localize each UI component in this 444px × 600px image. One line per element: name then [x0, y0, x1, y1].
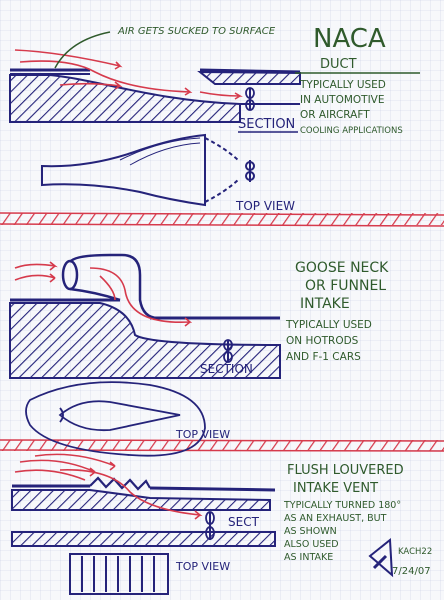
- louvered-section-label: SECT: [228, 515, 260, 529]
- naca-title: NACA: [313, 24, 386, 54]
- gooseneck-usage-note: TYPICALLY USED ON HOTRODS AND F-1 CARS: [285, 319, 372, 363]
- naca-section-label: SECTION: [238, 117, 295, 132]
- louvered-title: FLUSH LOUVERED INTAKE VENT: [287, 463, 404, 496]
- gooseneck-section-drawing: [9, 253, 281, 379]
- svg-text:IN AUTOMOTIVE: IN AUTOMOTIVE: [300, 94, 385, 106]
- svg-text:AS SHOWN: AS SHOWN: [284, 526, 337, 537]
- louvered-airflow-arrows: [14, 453, 203, 520]
- naca-note-leader: [54, 31, 111, 69]
- svg-text:INTAKE VENT: INTAKE VENT: [293, 481, 378, 496]
- naca-subtitle: DUCT: [320, 57, 357, 72]
- svg-text:GOOSE NECK: GOOSE NECK: [295, 260, 389, 276]
- svg-text:FLUSH LOUVERED: FLUSH LOUVERED: [287, 463, 404, 478]
- divider-2: [0, 439, 444, 452]
- svg-text:AS AN EXHAUST, BUT: AS AN EXHAUST, BUT: [284, 513, 387, 524]
- louvered-topview-label: TOP VIEW: [175, 560, 230, 573]
- louvered-usage-note: TYPICALLY TURNED 180° AS AN EXHAUST, BUT…: [283, 500, 401, 563]
- naca-topview-label: TOP VIEW: [235, 199, 295, 213]
- naca-note-text: AIR GETS SUCKED TO SURFACE: [117, 26, 276, 37]
- svg-text:AS INTAKE: AS INTAKE: [284, 552, 333, 563]
- gooseneck-airflow-arrows: [14, 261, 193, 327]
- svg-text:ALSO USED: ALSO USED: [284, 539, 339, 550]
- gooseneck-top-view: [25, 381, 206, 457]
- naca-top-view: [41, 133, 255, 207]
- svg-text:AND F-1 CARS: AND F-1 CARS: [286, 351, 361, 363]
- sketch-date: 7/24/07: [392, 566, 431, 577]
- svg-text:ON HOTRODS: ON HOTRODS: [286, 335, 359, 347]
- naca-usage-note: TYPICALLY USED IN AUTOMOTIVE OR AIRCRAFT…: [299, 79, 403, 136]
- naca-airflow-arrows: [14, 49, 243, 100]
- svg-text:TYPICALLY TURNED 180°: TYPICALLY TURNED 180°: [283, 500, 401, 511]
- gooseneck-section-label: SECTION: [200, 362, 253, 376]
- svg-text:OR FUNNEL: OR FUNNEL: [305, 278, 386, 294]
- signature-logo: [368, 538, 394, 578]
- svg-text:INTAKE: INTAKE: [300, 296, 350, 312]
- svg-text:TYPICALLY USED: TYPICALLY USED: [299, 79, 386, 91]
- svg-text:TYPICALLY USED: TYPICALLY USED: [285, 319, 372, 331]
- svg-text:OR AIRCRAFT: OR AIRCRAFT: [300, 109, 370, 121]
- louvered-top-view: [69, 553, 169, 595]
- gooseneck-topview-label: TOP VIEW: [175, 428, 230, 441]
- gooseneck-title: GOOSE NECK OR FUNNEL INTAKE: [295, 260, 389, 312]
- svg-text:COOLING APPLICATIONS: COOLING APPLICATIONS: [300, 126, 403, 136]
- signature-text: KACH22: [398, 547, 432, 557]
- divider-1: [0, 212, 444, 227]
- naca-section-drawing: [9, 68, 301, 123]
